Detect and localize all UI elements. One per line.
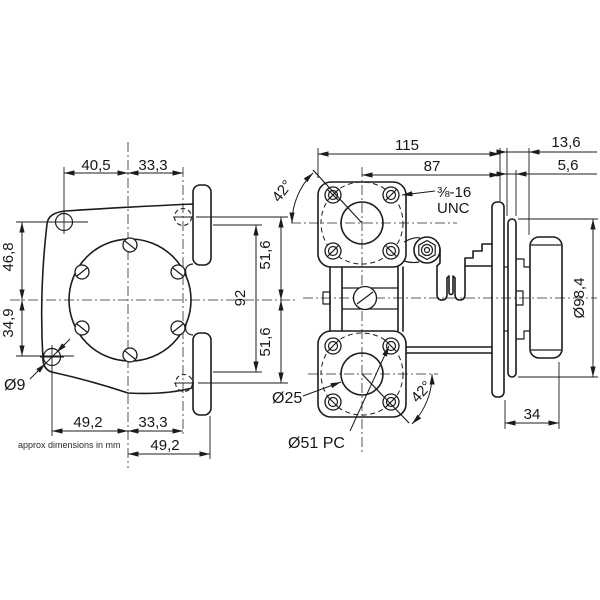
mounting-hole-bottom-right-hidden: [174, 373, 194, 393]
dim-label: 33,3: [138, 414, 167, 431]
body-flange-fillet-top: [184, 263, 194, 277]
dim-label: 33,3: [138, 157, 167, 174]
thread-size-label: ⅜-16: [437, 184, 471, 201]
pump-body-side: [322, 266, 404, 332]
dim-label: 13,6: [551, 134, 580, 151]
bottom-port-bore: [340, 352, 384, 396]
port-flange-top-edge: [192, 184, 212, 266]
mounting-bracket: [436, 243, 493, 301]
bolt-circle-label: Ø51 PC: [288, 435, 345, 452]
dim-left-lower: 34,9: [0, 300, 25, 356]
dim-flange-to-plate: 87: [362, 158, 500, 178]
dim-label: 49,2: [150, 437, 179, 454]
thread-series-label: UNC: [437, 200, 470, 217]
dim-label: 87: [424, 158, 441, 175]
dim-label: 51,6: [257, 240, 274, 269]
dim-right-lower: 51,6: [257, 300, 284, 383]
dim-hole-diameter: Ø9: [4, 338, 71, 394]
dim-rear-length: 34: [505, 406, 559, 426]
dim-overall-length: 115: [318, 137, 500, 157]
dim-top-left: 40,5: [64, 157, 128, 176]
mounting-plate: [491, 201, 505, 398]
dim-bottom-left: 49,2: [52, 414, 128, 434]
dim-angle-bottom: 42°: [408, 373, 436, 425]
dim-label: 5,6: [558, 157, 579, 174]
angle-reference-diagonal: [361, 373, 410, 424]
angle-label: 42°: [269, 177, 296, 205]
dim-label: Ø98,4: [571, 278, 588, 319]
dim-body-diameter: Ø98,4: [571, 219, 596, 377]
mounting-hole-top-right-hidden: [173, 207, 193, 227]
dim-rear-step-long: 13,6: [496, 134, 597, 155]
thread-callout: ⅜-16 UNC: [401, 184, 471, 217]
hole-diameter-label: Ø9: [4, 377, 25, 394]
rear-step-block: [516, 258, 530, 340]
dim-label: 115: [395, 137, 419, 154]
dim-angle-top: 42°: [269, 172, 314, 224]
cover-screws: [74, 237, 186, 363]
dim-label: 51,6: [257, 327, 274, 356]
rear-disc: [507, 218, 517, 378]
nut-hex-icon: [418, 239, 436, 261]
dim-label: 34: [524, 406, 541, 423]
dim-rear-step-short: 5,6: [496, 157, 597, 177]
dim-label: 34,9: [0, 308, 17, 337]
pump-body-outline: [40, 203, 194, 395]
angle-reference-diagonal: [312, 169, 363, 224]
side-tab: [322, 291, 331, 305]
approx-note: approx dimensions in mm: [18, 440, 121, 450]
dim-bottom-row2: 49,2: [128, 437, 210, 457]
top-port-bore: [340, 201, 384, 245]
mounting-ear: [403, 236, 441, 264]
dim-top-right: 33,3: [128, 157, 183, 176]
dim-right-upper: 51,6: [257, 217, 284, 300]
dim-label: 46,8: [0, 242, 17, 271]
side-view: 115 87 13,6 5,6 Ø98,4 34 42°: [269, 134, 598, 452]
port-flange-bottom-edge: [192, 332, 212, 416]
port-diameter-label: Ø25: [272, 390, 302, 407]
dim-left-upper: 46,8: [0, 222, 25, 300]
front-view: 40,5 33,3 46,8 34,9 49,2 33,3 49,2 92: [0, 142, 298, 468]
dim-label: 92: [232, 290, 249, 307]
bolt-circle-callout: Ø51 PC: [288, 345, 390, 452]
port-diameter-callout: Ø25: [272, 381, 342, 407]
bottom-port-flange: [317, 330, 410, 424]
dim-label: 49,2: [73, 414, 102, 431]
dim-label: 40,5: [81, 157, 110, 174]
bottom-bolt-circle: [320, 332, 404, 416]
body-flange-fillet-bottom: [184, 322, 194, 336]
dim-bottom-mid: 33,3: [128, 414, 183, 434]
top-bolt-circle: [320, 181, 404, 265]
dim-right-overall: 92: [232, 225, 259, 372]
rear-cover: [529, 236, 563, 359]
top-port-flange: [312, 169, 407, 268]
